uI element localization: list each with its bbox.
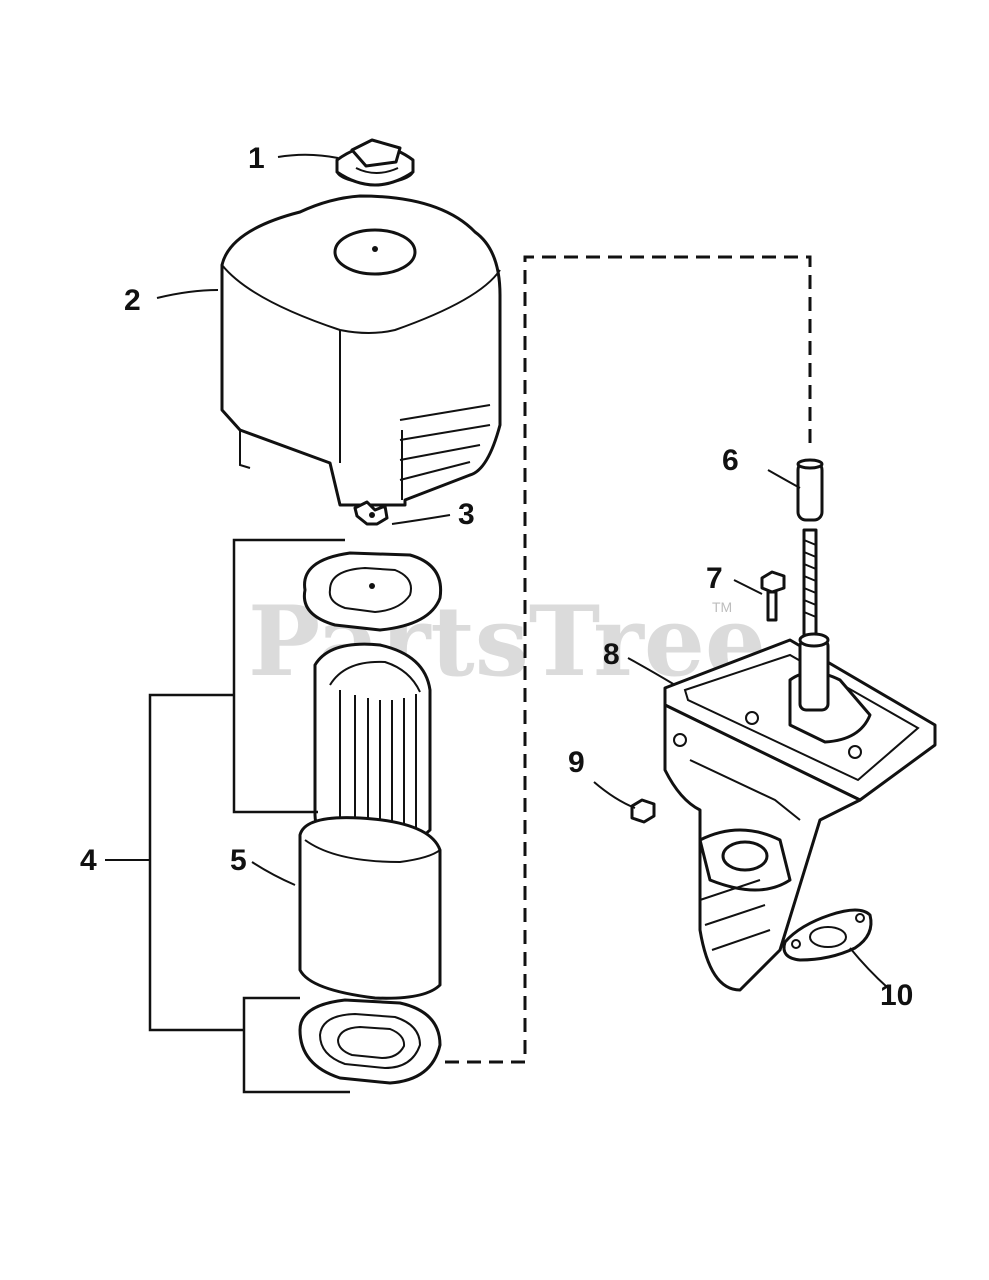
callout-8: 8 <box>603 638 620 671</box>
filter-top-plate-icon[interactable] <box>302 551 443 632</box>
callout-1: 1 <box>248 142 265 175</box>
air-cleaner-base-icon[interactable] <box>663 632 937 992</box>
screw-icon[interactable] <box>760 570 786 622</box>
pre-cleaner-icon[interactable] <box>298 816 442 1000</box>
leader-lines <box>105 153 889 989</box>
callout-6: 6 <box>722 444 739 477</box>
wing-nut-icon[interactable] <box>353 500 389 526</box>
gasket-icon[interactable] <box>782 908 873 962</box>
stud-icon[interactable] <box>802 528 818 642</box>
callout-4: 4 <box>80 844 97 877</box>
watermark-trademark: TM <box>712 599 732 615</box>
callout-9: 9 <box>568 746 585 779</box>
callout-3: 3 <box>458 498 475 531</box>
base-gasket-icon[interactable] <box>298 998 442 1085</box>
alignment-line <box>445 255 812 1064</box>
callout-2: 2 <box>124 284 141 317</box>
nut-icon[interactable] <box>630 798 656 824</box>
paper-filter-icon[interactable] <box>313 642 432 850</box>
air-cleaner-cover-icon[interactable] <box>220 194 502 507</box>
spacer-tube-icon[interactable] <box>796 458 824 522</box>
callout-10: 10 <box>880 979 913 1012</box>
filter-assembly-bracket <box>148 538 350 1094</box>
callout-5: 5 <box>230 844 247 877</box>
callout-7: 7 <box>706 562 723 595</box>
knob-icon[interactable] <box>335 138 415 187</box>
